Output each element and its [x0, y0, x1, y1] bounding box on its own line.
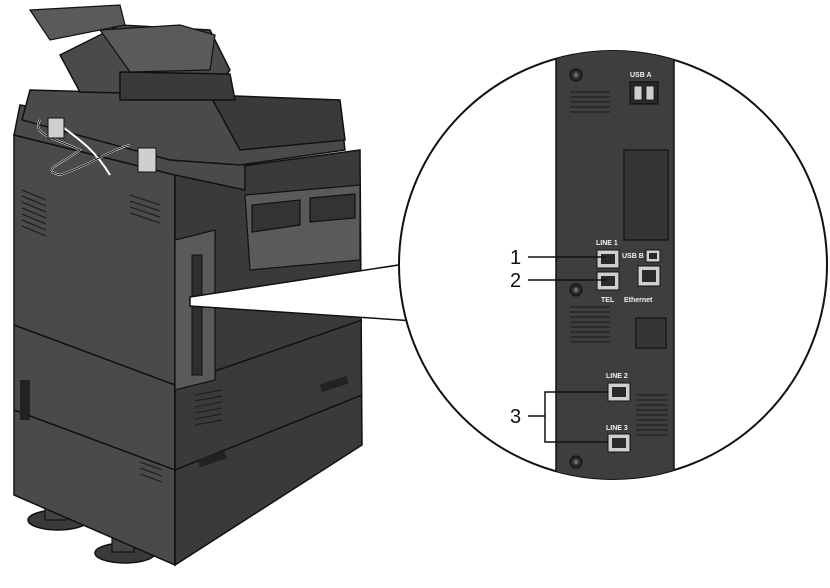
cabinet-left-face [13, 134, 176, 567]
usb-b-port [645, 249, 661, 263]
line2-port [607, 382, 631, 402]
line3-label: LINE 3 [606, 425, 628, 432]
usb-a-label: USB A [630, 72, 652, 79]
ethernet-port [637, 265, 661, 287]
tel-label: TEL [601, 297, 615, 304]
line2-label: LINE 2 [606, 373, 628, 380]
expansion-slot [623, 149, 669, 241]
ethernet-label: Ethernet [624, 297, 653, 304]
callout-2: 2 [510, 270, 521, 292]
control-panel [208, 94, 346, 151]
zoom-panel: USB A USB B Ethernet LINE 1 TEL [555, 51, 675, 479]
printer-illustration [13, 4, 363, 567]
tel-port [596, 271, 620, 291]
line3-port [607, 433, 631, 453]
line1-port [596, 249, 620, 269]
usb-b-label: USB B [622, 253, 644, 260]
callout-1: 1 [510, 247, 521, 269]
feeder-tray [28, 4, 126, 41]
line1-label: LINE 1 [596, 240, 618, 247]
feeder-top [98, 24, 216, 73]
usb-a-port [629, 81, 659, 105]
callout-leaders [528, 256, 608, 443]
cabinet-vents [21, 189, 223, 483]
callout-3: 3 [510, 406, 521, 428]
